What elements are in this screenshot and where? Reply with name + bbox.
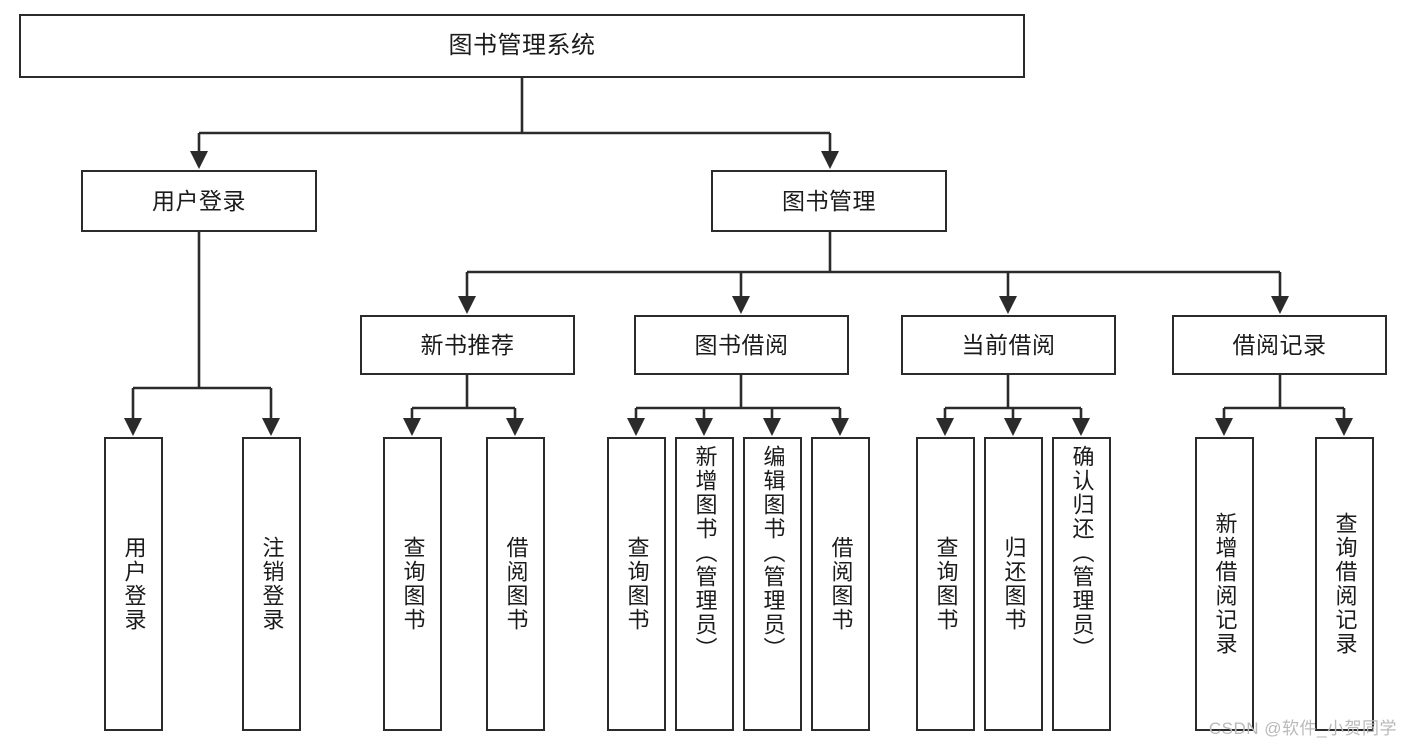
node-label: 新增借阅记录 [1212,512,1238,656]
node-label: 查询图书 [624,536,650,632]
node-label: 借阅图书 [503,536,529,632]
node-leaf-return-book[interactable]: 归还图书 [984,437,1043,731]
node-leaf-add-book-admin[interactable]: 新增图书（管理员） [675,437,734,731]
node-book-manage[interactable]: 图书管理 [711,170,947,232]
node-label: 图书管理系统 [448,32,596,60]
node-label: 查询图书 [400,536,426,632]
node-label: 注销登录 [259,536,285,632]
node-label: 确认归还（管理员） [1069,445,1095,661]
node-book-borrow[interactable]: 图书借阅 [634,315,849,375]
node-borrow-record[interactable]: 借阅记录 [1172,315,1387,375]
node-leaf-edit-book-admin[interactable]: 编辑图书（管理员） [743,437,802,731]
node-leaf-borrow-book-1[interactable]: 借阅图书 [486,437,545,731]
node-leaf-user-login[interactable]: 用户登录 [104,437,163,731]
node-label: 查询借阅记录 [1332,512,1358,656]
node-new-book-recommend[interactable]: 新书推荐 [360,315,575,375]
node-leaf-confirm-return-admin[interactable]: 确认归还（管理员） [1052,437,1111,731]
node-leaf-logout[interactable]: 注销登录 [242,437,301,731]
node-root-system[interactable]: 图书管理系统 [19,14,1025,78]
node-label: 当前借阅 [961,331,1056,358]
node-label: 用户登录 [152,187,246,214]
node-leaf-query-book-2[interactable]: 查询图书 [607,437,666,731]
node-label: 借阅图书 [828,536,854,632]
node-label: 新书推荐 [420,331,515,358]
node-label: 借阅记录 [1232,331,1327,358]
node-label: 归还图书 [1001,536,1027,632]
node-label: 图书管理 [782,187,876,214]
node-leaf-query-book-1[interactable]: 查询图书 [383,437,442,731]
node-label: 用户登录 [121,536,147,632]
node-leaf-borrow-book-2[interactable]: 借阅图书 [811,437,870,731]
node-label: 图书借阅 [694,331,789,358]
node-label: 新增图书（管理员） [692,445,718,661]
node-leaf-add-borrow-record[interactable]: 新增借阅记录 [1195,437,1254,731]
node-label: 查询图书 [933,536,959,632]
watermark-text: CSDN @软件_小贺同学 [1208,719,1397,738]
node-leaf-query-borrow-record[interactable]: 查询借阅记录 [1315,437,1374,731]
node-leaf-query-book-3[interactable]: 查询图书 [916,437,975,731]
node-label: 编辑图书（管理员） [760,445,786,661]
node-user-login[interactable]: 用户登录 [81,170,317,232]
node-current-borrow[interactable]: 当前借阅 [901,315,1116,375]
